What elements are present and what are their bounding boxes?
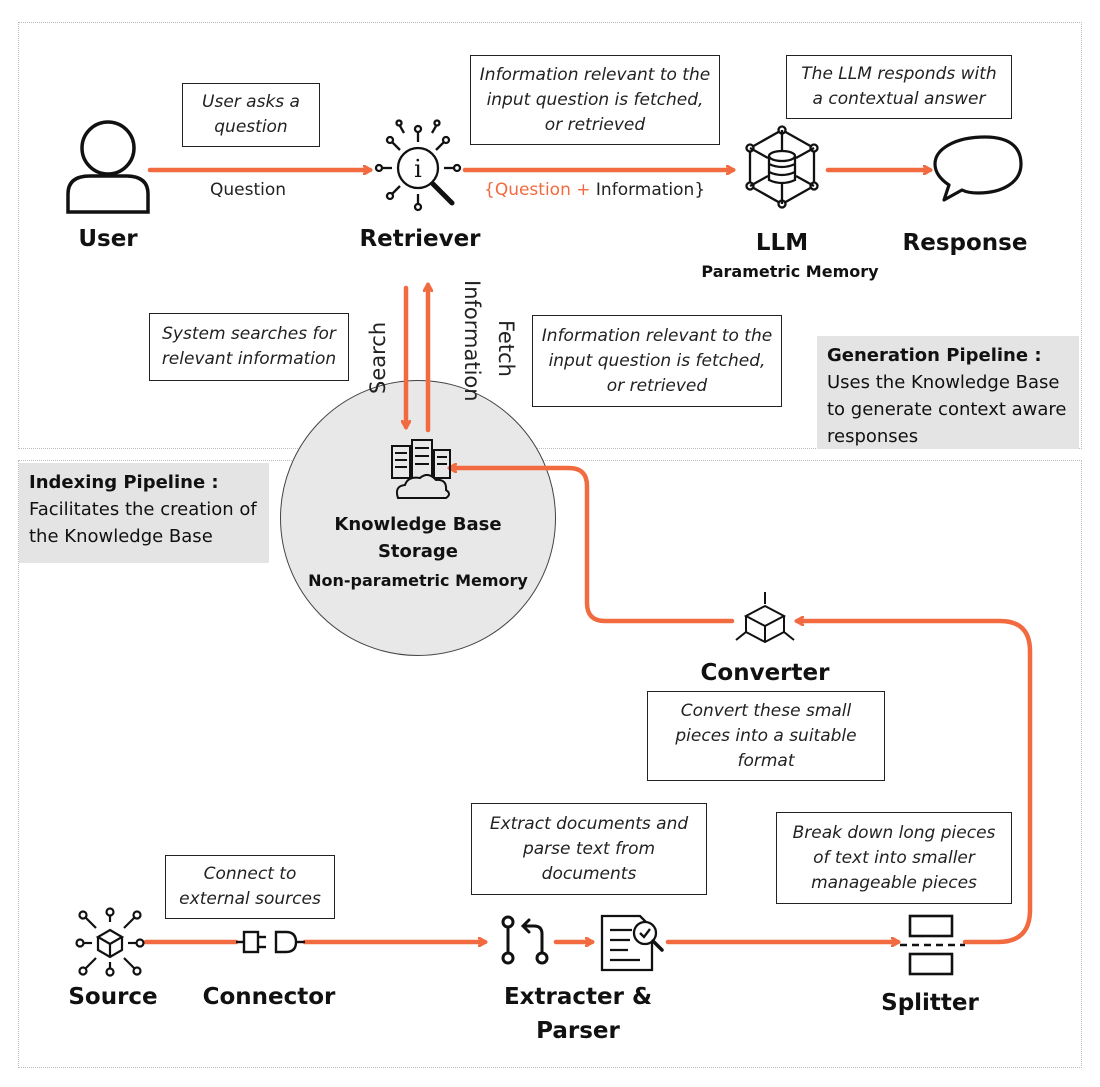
retriever-label: Retriever	[359, 226, 481, 252]
user-icon	[66, 120, 150, 214]
document-search-icon	[600, 914, 664, 972]
generation-pipeline-region	[18, 22, 1082, 449]
note-user-asks: User asks a question	[182, 83, 320, 147]
splitter-label: Splitter	[881, 990, 979, 1016]
note-convert: Convert these small pieces into a suitab…	[647, 691, 885, 781]
network-cube-icon	[75, 907, 145, 977]
svg-text:i: i	[414, 155, 422, 183]
extracter-label-line1: Extracter &	[503, 984, 653, 1010]
edge-label-information: Information	[460, 280, 484, 402]
plug-icon	[236, 930, 305, 954]
edge-label-question-information: {Question + Information}	[484, 180, 705, 200]
brace-open: {Question	[484, 180, 577, 200]
splitter-icon	[900, 914, 965, 976]
indexing-pipeline-desc: Facilitates the creation of the Knowledg…	[29, 499, 257, 547]
edge-label-question: Question	[210, 180, 287, 200]
generation-pipeline-title: Generation Pipeline :	[827, 345, 1042, 366]
arrow-splitter-to-converter	[797, 621, 1033, 945]
kb-label-line2: Storage	[377, 541, 459, 562]
note-break-down: Break down long pieces of text into smal…	[776, 812, 1012, 904]
note-extract: Extract documents and parse text from do…	[471, 803, 707, 895]
plus-sign: +	[576, 180, 591, 200]
llm-sublabel: Parametric Memory	[701, 262, 879, 281]
exchange-icon	[501, 915, 549, 965]
cube-icon	[735, 592, 795, 644]
extracter-label-line2: Parser	[536, 1018, 620, 1044]
user-label: User	[78, 226, 138, 252]
knowledge-base-circle	[280, 380, 556, 656]
arrow-converter-to-kb	[450, 468, 735, 624]
llm-icon	[745, 125, 819, 209]
source-label: Source	[68, 984, 158, 1010]
edge-label-fetch: Fetch	[494, 320, 518, 377]
generation-pipeline-desc: Uses the Knowledge Base to generate cont…	[827, 372, 1067, 447]
kb-label-line1: Knowledge Base	[334, 514, 502, 535]
converter-label: Converter	[700, 660, 830, 686]
kb-sublabel: Non-parametric Memory	[308, 571, 528, 590]
server-cloud-icon	[391, 439, 451, 499]
speech-bubble-icon	[933, 135, 1023, 202]
note-info-fetched-top: Information relevant to the input questi…	[470, 55, 720, 145]
indexing-pipeline-title: Indexing Pipeline :	[29, 472, 219, 493]
brace-close: Information}	[590, 180, 706, 200]
note-llm-responds: The LLM responds with a contextual answe…	[786, 55, 1012, 119]
indexing-pipeline-region	[18, 460, 1082, 1068]
note-info-fetched-mid: Information relevant to the input questi…	[532, 315, 782, 407]
retriever-icon: i	[374, 119, 462, 212]
edge-label-search: Search	[366, 321, 390, 394]
llm-label: LLM	[755, 230, 809, 256]
response-label: Response	[902, 230, 1028, 256]
generation-pipeline-panel: Generation Pipeline : Uses the Knowledge…	[817, 336, 1079, 449]
connector-label: Connector	[202, 984, 336, 1010]
indexing-pipeline-panel: Indexing Pipeline : Facilitates the crea…	[19, 463, 269, 563]
note-system-searches: System searches for relevant information	[149, 313, 349, 381]
note-connect: Connect to external sources	[165, 855, 335, 919]
